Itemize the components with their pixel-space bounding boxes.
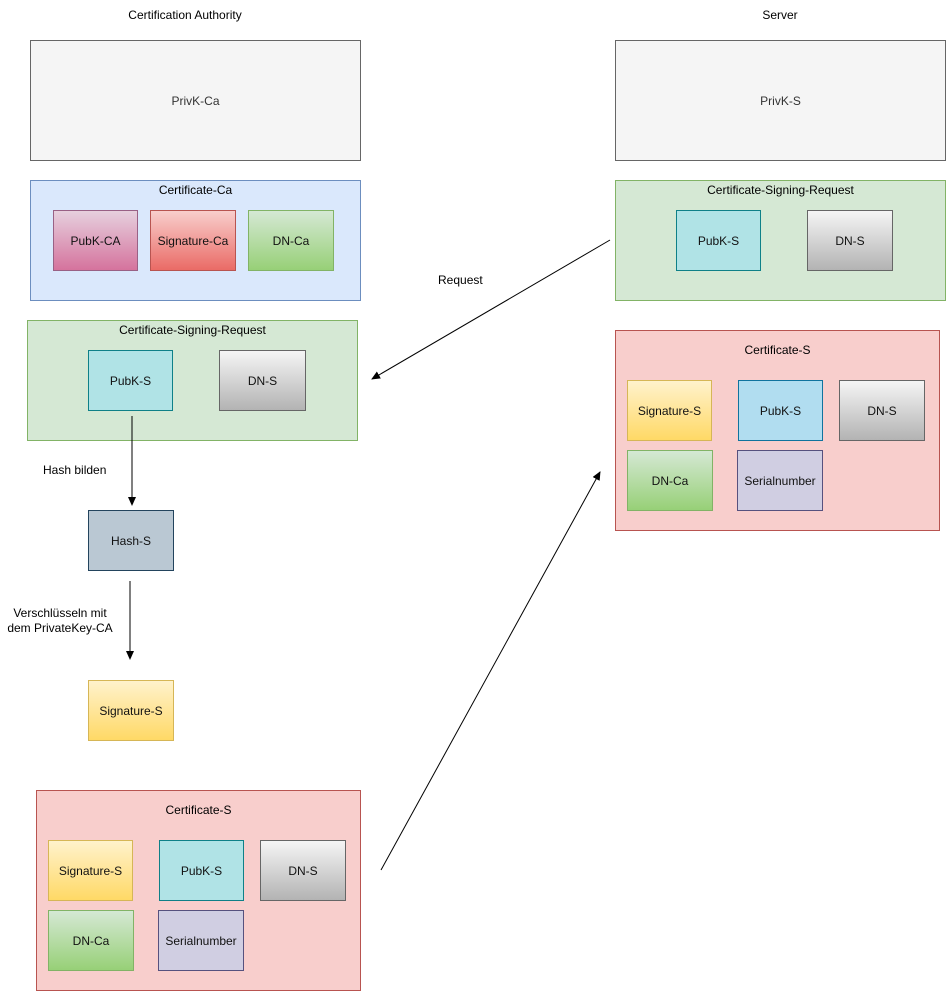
- ca-cert-serial-label: Serialnumber: [165, 933, 237, 948]
- server-cert-dn-s-box: DN-S: [839, 380, 925, 441]
- server-cert-serial-box: Serialnumber: [737, 450, 823, 511]
- ca-cert-signature-label: Signature-S: [58, 863, 123, 878]
- ca-cert-signature-box: Signature-S: [48, 840, 133, 901]
- server-csr-pubk-label: PubK-S: [697, 233, 740, 248]
- ca-pubk-label: PubK-CA: [70, 233, 121, 248]
- server-cert-pubk-box: PubK-S: [738, 380, 823, 441]
- ca-pubk-box: PubK-CA: [53, 210, 138, 271]
- ca-cert-pubk-label: PubK-S: [180, 863, 223, 878]
- ca-csr-dn-box: DN-S: [219, 350, 306, 411]
- server-cert-pubk-label: PubK-S: [759, 403, 802, 418]
- ca-cert-pubk-box: PubK-S: [159, 840, 244, 901]
- ca-dn-box: DN-Ca: [248, 210, 334, 271]
- ca-header: Certification Authority: [128, 8, 242, 22]
- signature-s-label: Signature-S: [99, 703, 163, 718]
- ca-csr-pubk-box: PubK-S: [88, 350, 173, 411]
- ca-cert-dn-s-label: DN-S: [288, 863, 318, 878]
- server-cert-signature-label: Signature-S: [637, 403, 702, 418]
- encrypt-step-label: Verschlüsseln mit dem PrivateKey-CA: [7, 606, 112, 636]
- encrypt-step-label-line2: dem PrivateKey-CA: [7, 621, 113, 635]
- ca-signature-label: Signature-Ca: [157, 233, 229, 248]
- ca-csr-container: Certificate-Signing-Request: [27, 320, 358, 441]
- ca-private-key-label: PrivK-Ca: [171, 93, 220, 108]
- ca-signature-box: Signature-Ca: [150, 210, 236, 271]
- ca-csr-title: Certificate-Signing-Request: [119, 323, 266, 337]
- server-private-key-box: PrivK-S: [615, 40, 946, 161]
- ca-cert-s-title: Certificate-S: [165, 803, 232, 817]
- ca-cert-dn-s-box: DN-S: [260, 840, 346, 901]
- ca-cert-serial-box: Serialnumber: [158, 910, 244, 971]
- signature-s-box: Signature-S: [88, 680, 174, 741]
- server-cert-dn-s-label: DN-S: [867, 403, 897, 418]
- server-csr-dn-box: DN-S: [807, 210, 893, 271]
- server-csr-pubk-box: PubK-S: [676, 210, 761, 271]
- encrypt-step-label-line1: Verschlüsseln mit: [13, 606, 107, 620]
- hash-s-box: Hash-S: [88, 510, 174, 571]
- ca-cert-dn-ca-label: DN-Ca: [72, 933, 110, 948]
- server-cert-s-title: Certificate-S: [744, 343, 811, 357]
- ca-dn-label: DN-Ca: [272, 233, 310, 248]
- request-label: Request: [438, 273, 483, 287]
- request-arrow: [371, 239, 611, 380]
- server-csr-dn-label: DN-S: [835, 233, 865, 248]
- server-csr-title: Certificate-Signing-Request: [707, 183, 854, 197]
- ca-csr-pubk-label: PubK-S: [109, 373, 152, 388]
- server-header: Server: [762, 8, 798, 22]
- hash-s-label: Hash-S: [110, 533, 151, 548]
- ca-certificate-title: Certificate-Ca: [158, 183, 233, 197]
- server-cert-dn-ca-label: DN-Ca: [651, 473, 689, 488]
- ca-private-key-box: PrivK-Ca: [30, 40, 361, 161]
- server-cert-serial-label: Serialnumber: [744, 473, 816, 488]
- return-certificate-arrow: [380, 471, 601, 871]
- ca-csr-dn-label: DN-S: [247, 373, 278, 388]
- server-cert-dn-ca-box: DN-Ca: [627, 450, 713, 511]
- server-private-key-label: PrivK-S: [760, 93, 801, 108]
- server-cert-signature-box: Signature-S: [627, 380, 712, 441]
- ca-cert-dn-ca-box: DN-Ca: [48, 910, 134, 971]
- hash-step-label: Hash bilden: [43, 463, 107, 477]
